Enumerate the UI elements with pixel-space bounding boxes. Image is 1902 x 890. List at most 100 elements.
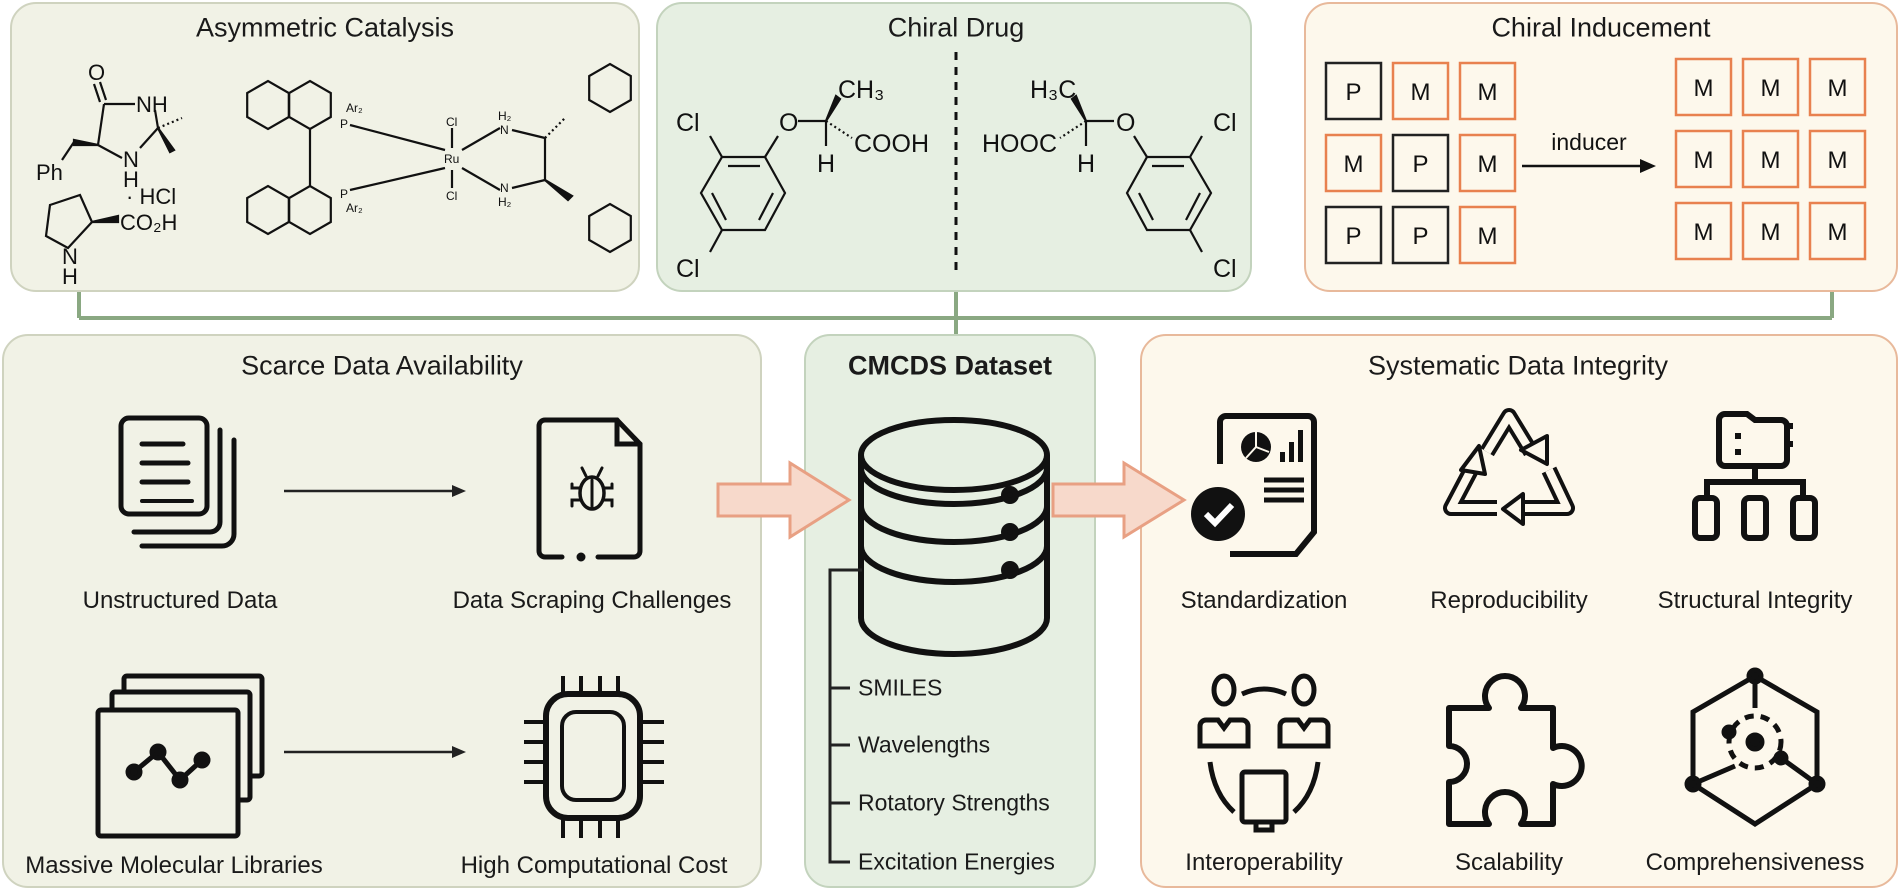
- chiral-drug-labels: Cl Cl O CH₃ H COOH Cl Cl O H₃C H HOOC: [676, 76, 1237, 283]
- label-standardization: Standardization: [1180, 587, 1348, 614]
- p-helix-box: [1324, 205, 1383, 265]
- m-helix-box: [1808, 129, 1867, 189]
- helix-letter: M: [1344, 151, 1364, 178]
- svg-text:O: O: [1116, 109, 1135, 137]
- m-helix-box: [1458, 61, 1517, 121]
- imidazolidinone-labels: O NH N H Ph · HCl CO₂H N H: [36, 60, 177, 289]
- helix-letter: M: [1761, 147, 1781, 174]
- people-network-icon: [1197, 673, 1331, 833]
- aromatic-ring: [588, 62, 632, 114]
- m-helix-box: [1741, 129, 1800, 189]
- aromatic-ring: [246, 79, 290, 131]
- svg-text:H₃C: H₃C: [1030, 76, 1076, 104]
- svg-text:N: N: [500, 181, 509, 195]
- field-excitation-energies: Excitation Energies: [858, 848, 1055, 875]
- helix-letter: M: [1478, 151, 1498, 178]
- title-scarce-data: Scarce Data Availability: [241, 350, 523, 381]
- connector-lines: [77, 292, 1834, 334]
- svg-text:Cl: Cl: [1213, 109, 1237, 137]
- title-chiral-drug: Chiral Drug: [887, 12, 1025, 43]
- hexagon-network-icon: [1684, 667, 1826, 827]
- svg-text:N: N: [500, 123, 509, 137]
- helix-letter: M: [1411, 79, 1431, 106]
- helix-letter: M: [1478, 223, 1498, 250]
- title-chiral-inducement: Chiral Inducement: [1491, 12, 1711, 43]
- chiral-drug-left-structure: [699, 94, 853, 253]
- imidazolidinone-structure: [44, 81, 183, 250]
- label-data-scraping: Data Scraping Challenges: [452, 587, 732, 614]
- m-helix-box: [1674, 57, 1733, 117]
- m-helix-box: [1458, 133, 1517, 193]
- label-scalability: Scalability: [1454, 849, 1564, 876]
- svg-text:H: H: [817, 150, 835, 178]
- helix-letter: M: [1694, 75, 1714, 102]
- p-helix-box: [1391, 205, 1450, 265]
- helix-letter: M: [1761, 219, 1781, 246]
- bug-document-icon: [536, 417, 643, 562]
- helix-letter: M: [1828, 75, 1848, 102]
- aromatic-ring: [588, 202, 632, 254]
- svg-text:H₂: H₂: [498, 195, 512, 209]
- helix-letter: P: [1345, 79, 1361, 106]
- recycle-icon: [1443, 408, 1575, 526]
- title-cmcds-dataset: CMCDS Dataset: [847, 350, 1053, 381]
- puzzle-piece-icon: [1446, 673, 1585, 827]
- helix-letter: M: [1694, 147, 1714, 174]
- arrow-1: [284, 485, 466, 497]
- m-helix-box: [1741, 201, 1800, 261]
- svg-text:Cl: Cl: [1213, 255, 1237, 283]
- svg-text:NH: NH: [136, 92, 168, 117]
- m-helix-box: [1391, 61, 1450, 121]
- label-unstructured-data: Unstructured Data: [82, 587, 278, 614]
- helix-letter: P: [1412, 151, 1428, 178]
- flow-arrow-out-of-dataset: [1051, 460, 1187, 540]
- flow-arrow-into-dataset: [716, 460, 852, 540]
- helix-letter: M: [1478, 79, 1498, 106]
- ru-binap-labels: Ar₂ P P Ar₂ Cl Ru Cl H₂ N N H₂: [340, 101, 512, 215]
- svg-text:Ru: Ru: [444, 152, 459, 166]
- svg-text:CO₂H: CO₂H: [120, 210, 177, 235]
- svg-text:H₂: H₂: [498, 109, 512, 123]
- svg-text:Ar₂: Ar₂: [346, 101, 363, 115]
- m-helix-box: [1324, 133, 1383, 193]
- ru-binap-complex-structure: [246, 62, 632, 254]
- helix-letter: M: [1828, 147, 1848, 174]
- aromatic-ring: [288, 184, 332, 236]
- label-comprehensiveness: Comprehensiveness: [1645, 849, 1865, 876]
- svg-text:O: O: [88, 60, 105, 85]
- helix-letter: M: [1828, 219, 1848, 246]
- svg-text:· HCl: · HCl: [126, 184, 176, 209]
- stacked-documents-icon: [118, 415, 237, 549]
- panel-chiral-drug: [656, 2, 1252, 292]
- label-interoperability: Interoperability: [1185, 849, 1343, 876]
- helix-letter: M: [1761, 75, 1781, 102]
- m-helix-box: [1458, 205, 1517, 265]
- svg-text:H: H: [1077, 150, 1095, 178]
- m-helix-box: [1674, 129, 1733, 189]
- helix-grid-after: M M M M M M M M M: [1674, 57, 1867, 261]
- title-asymmetric-catalysis: Asymmetric Catalysis: [195, 12, 455, 43]
- field-rotatory-strengths: Rotatory Strengths: [858, 789, 1050, 816]
- svg-text:Cl: Cl: [446, 189, 457, 203]
- field-tree-lines: [828, 568, 862, 864]
- svg-text:H: H: [62, 264, 78, 289]
- folder-hierarchy-icon: [1692, 411, 1818, 541]
- svg-text:O: O: [779, 109, 798, 137]
- m-helix-box: [1674, 201, 1733, 261]
- label-computational-cost: High Computational Cost: [460, 852, 728, 879]
- panel-asymmetric-catalysis: [10, 2, 640, 292]
- svg-text:Ar₂: Ar₂: [346, 201, 363, 215]
- arrow-2: [284, 746, 466, 758]
- helix-letter: M: [1694, 219, 1714, 246]
- cpu-chip-icon: [524, 676, 664, 838]
- svg-text:H: H: [123, 167, 139, 192]
- svg-text:Cl: Cl: [676, 109, 700, 137]
- svg-text:N: N: [123, 147, 139, 172]
- aromatic-ring: [288, 79, 332, 131]
- label-molecular-libraries: Massive Molecular Libraries: [25, 852, 323, 879]
- m-helix-box: [1808, 201, 1867, 261]
- helix-letter: P: [1412, 223, 1428, 250]
